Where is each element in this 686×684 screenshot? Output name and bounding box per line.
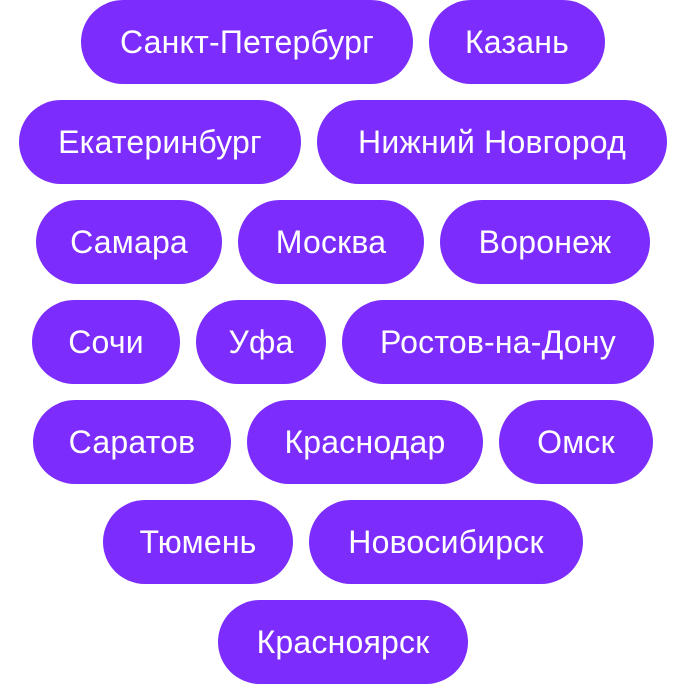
city-chip-moskva[interactable]: Москва [238, 200, 424, 284]
city-chip-ekaterinburg[interactable]: Екатеринбург [19, 100, 301, 184]
city-chip-sochi[interactable]: Сочи [32, 300, 180, 384]
city-chip-samara[interactable]: Самара [36, 200, 222, 284]
city-chip-omsk[interactable]: Омск [499, 400, 653, 484]
chip-row-6: Тюмень Новосибирск [0, 500, 686, 584]
chip-row-1: Санкт-Петербург Казань [0, 0, 686, 84]
city-chip-nizhny-novgorod[interactable]: Нижний Новгород [317, 100, 667, 184]
chip-row-2: Екатеринбург Нижний Новгород [0, 100, 686, 184]
city-chip-krasnoyarsk[interactable]: Красноярск [218, 600, 468, 684]
city-chip-rostov-na-donu[interactable]: Ростов-на-Дону [342, 300, 654, 384]
city-chip-voronezh[interactable]: Воронеж [440, 200, 650, 284]
chip-row-4: Сочи Уфа Ростов-на-Дону [0, 300, 686, 384]
city-chip-ufa[interactable]: Уфа [196, 300, 326, 384]
chip-row-3: Самара Москва Воронеж [0, 200, 686, 284]
chip-row-5: Саратов Краснодар Омск [0, 400, 686, 484]
city-chip-novosibirsk[interactable]: Новосибирск [309, 500, 583, 584]
city-chip-kazan[interactable]: Казань [429, 0, 605, 84]
city-chip-sankt-peterburg[interactable]: Санкт-Петербург [81, 0, 413, 84]
city-chip-tyumen[interactable]: Тюмень [103, 500, 293, 584]
city-chip-krasnodar[interactable]: Краснодар [247, 400, 483, 484]
chip-row-7: Красноярск [0, 600, 686, 684]
city-chip-saratov[interactable]: Саратов [33, 400, 231, 484]
